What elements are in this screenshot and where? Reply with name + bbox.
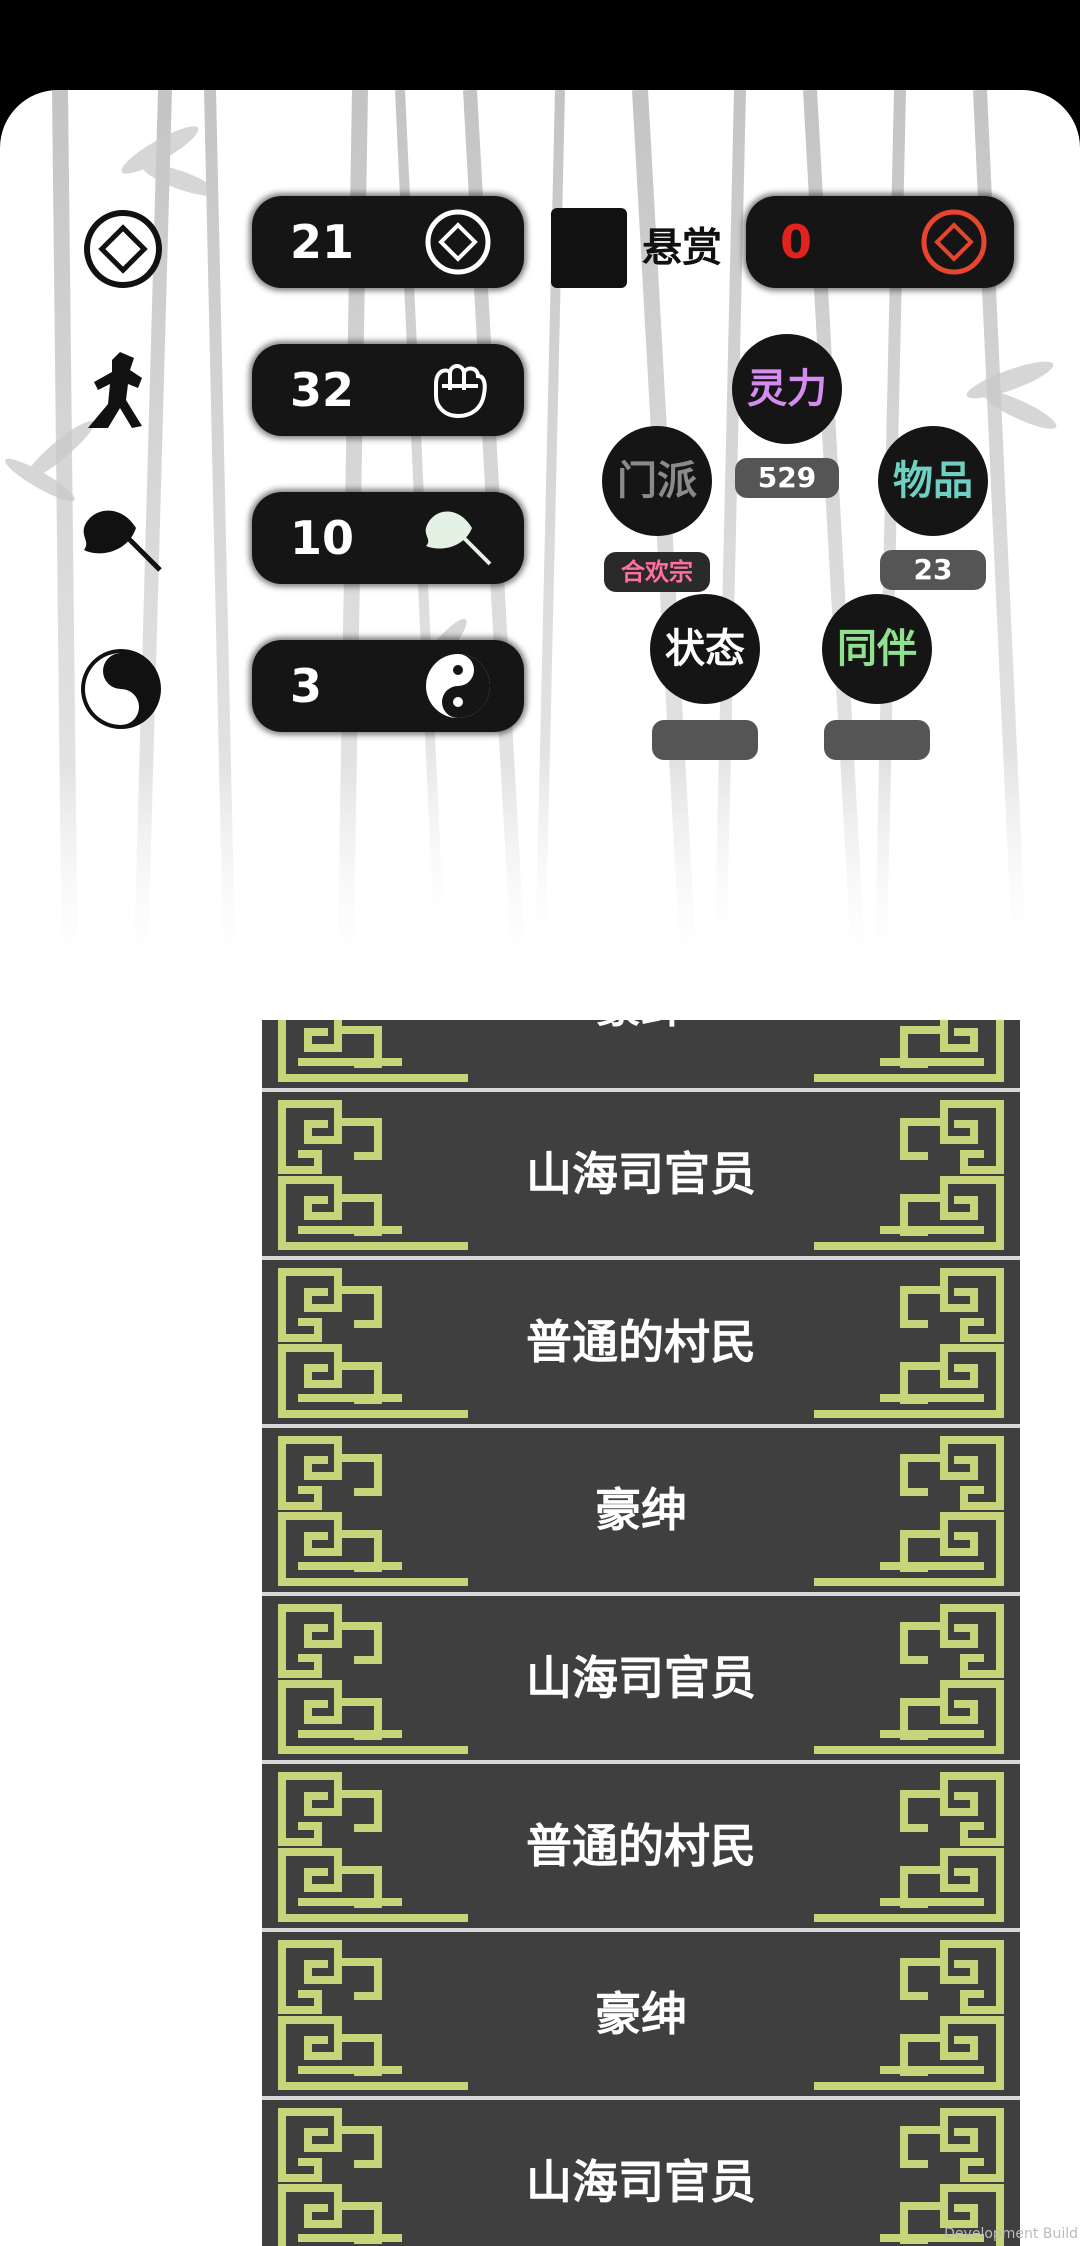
list-item[interactable]: 豪绅 (262, 1428, 1020, 1596)
coin-value: 21 (290, 215, 355, 269)
list-item-label: 山海司官员 (526, 2155, 756, 2209)
companion-bar (824, 720, 930, 760)
list-item[interactable]: 普通的村民 (262, 1260, 1020, 1428)
status-bar (652, 720, 758, 760)
strength-stat: 32 (252, 344, 524, 436)
list-item[interactable]: 山海司官员 (262, 1596, 1020, 1764)
list-item[interactable]: 豪绅 (262, 1932, 1020, 2100)
fist-icon (434, 364, 487, 419)
fan-value: 10 (290, 511, 355, 565)
status-button[interactable]: 状态 (650, 594, 760, 704)
coin-stat: 21 (252, 196, 524, 288)
bounty-flag (551, 208, 627, 288)
list-item-label: 山海司官员 (526, 1651, 756, 1705)
yin-yang-value: 3 (290, 659, 323, 713)
list-item-label: 豪绅 (595, 1483, 687, 1537)
bounty-value: 0 (780, 215, 813, 269)
leaf-fan-icon (425, 511, 492, 566)
sect-button[interactable]: 门派 (602, 426, 712, 536)
npc-list[interactable]: 豪绅 山海司官员 普通的村民 豪绅 山海司官员 (262, 1020, 1020, 2246)
companion-button[interactable]: 同伴 (822, 594, 932, 704)
yin-yang-icon (81, 649, 161, 729)
bounty-label: 悬赏 (642, 225, 722, 271)
list-item-label: 普通的村民 (526, 1819, 756, 1873)
diamond-coin-red-icon (921, 209, 987, 275)
strength-value: 32 (290, 363, 355, 417)
list-item[interactable]: 豪绅 (262, 1020, 1020, 1092)
diamond-coin-icon (84, 210, 162, 288)
martial-artist-icon (88, 352, 142, 428)
list-item-label: 普通的村民 (526, 1315, 756, 1369)
list-item[interactable]: 山海司官员 (262, 1092, 1020, 1260)
spirit-button[interactable]: 灵力 (732, 334, 842, 444)
diamond-coin-icon (425, 209, 491, 275)
fan-stat: 10 (252, 492, 524, 584)
spirit-value: 529 (735, 458, 839, 498)
items-value: 23 (880, 550, 986, 590)
dev-build-watermark: Development Build (944, 2226, 1078, 2242)
yin-yang-stat: 3 (252, 640, 524, 732)
sect-value: 合欢宗 (604, 552, 710, 592)
items-button[interactable]: 物品 (878, 426, 988, 536)
game-panel: 21 32 10 3 悬赏 0 (0, 90, 1080, 2246)
yin-yang-icon (426, 654, 490, 718)
list-item[interactable]: 普通的村民 (262, 1764, 1020, 1932)
bounty-stat[interactable]: 0 (746, 196, 1014, 288)
list-item-label: 山海司官员 (526, 1147, 756, 1201)
list-item-label: 豪绅 (262, 1020, 1020, 1088)
list-item-label: 豪绅 (595, 1987, 687, 2041)
leaf-fan-icon (83, 510, 162, 572)
list-item[interactable]: 山海司官员 (262, 2100, 1020, 2246)
